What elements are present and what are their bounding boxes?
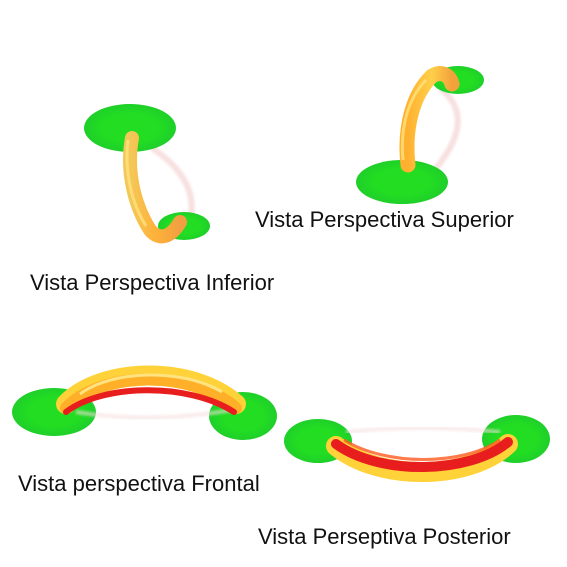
- tube-underside: [331, 437, 513, 472]
- green-pad: [84, 104, 176, 152]
- tube-underside: [63, 387, 237, 415]
- tube-highlight: [79, 373, 223, 396]
- caption-frontal: Vista perspectiva Frontal: [18, 471, 260, 496]
- tube: [123, 131, 187, 244]
- caption-posterior: Vista Perseptiva Posterior: [258, 524, 511, 549]
- shadow-reflection: [150, 145, 195, 223]
- view-posterior: [284, 415, 550, 482]
- shadow-reflection: [345, 426, 501, 434]
- view-frontal: [12, 365, 277, 440]
- view-superior: [356, 66, 484, 204]
- tube-highlight: [125, 139, 148, 227]
- tube: [399, 66, 460, 173]
- tube-mid: [60, 373, 242, 414]
- tube-edge: [343, 438, 501, 461]
- shadow-reflection: [75, 408, 233, 420]
- green-pad: [356, 160, 448, 204]
- shadow-reflection: [427, 85, 461, 178]
- caption-superior: Vista Perspectiva Superior: [255, 207, 514, 232]
- view-inferior: [84, 104, 210, 244]
- caption-inferior: Vista Perspectiva Inferior: [30, 270, 275, 295]
- tube-highlight: [400, 78, 428, 161]
